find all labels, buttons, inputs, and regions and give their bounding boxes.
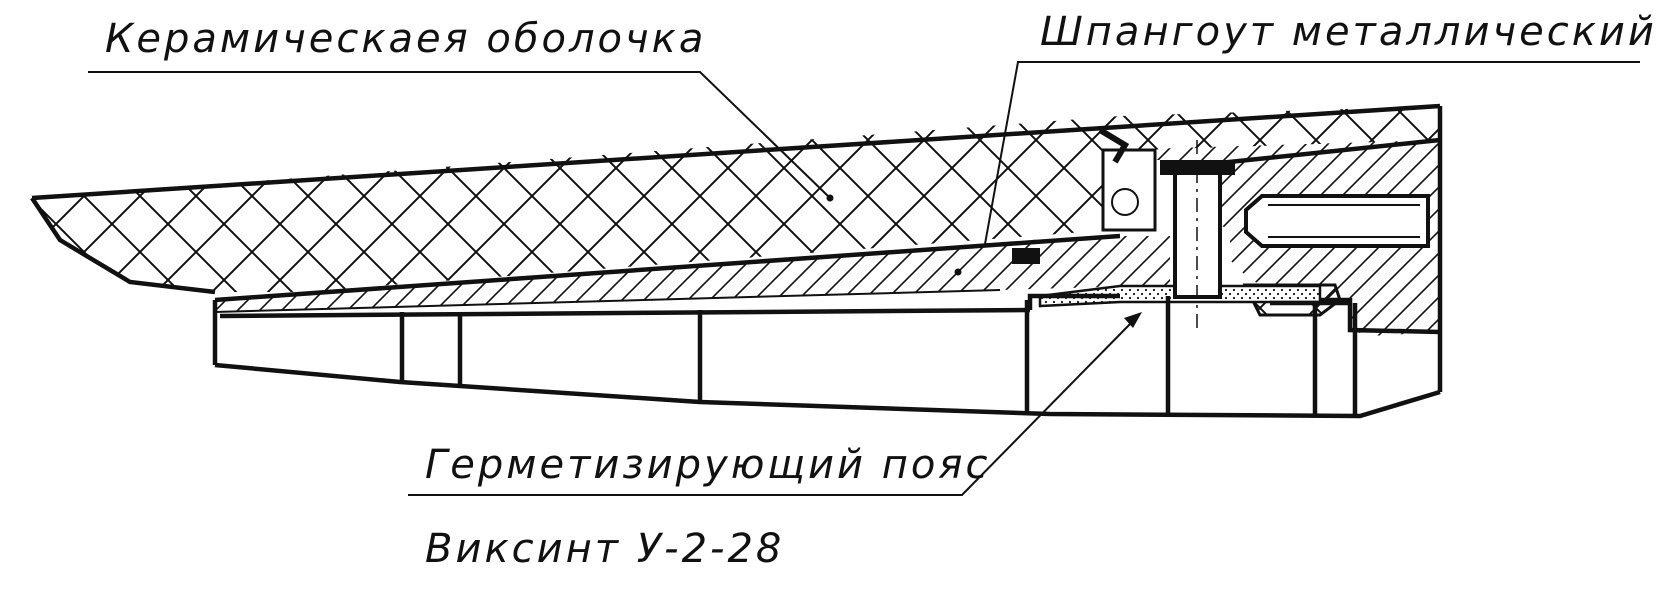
bolt <box>1160 140 1235 330</box>
screw <box>1244 194 1430 248</box>
seal-ring <box>1098 127 1157 232</box>
internal-structure <box>212 106 1443 419</box>
frame-dot <box>954 268 962 276</box>
svg-text:Шпангоут металлический: Шпангоут металлический <box>1040 9 1657 55</box>
ceramic-shell-section <box>30 103 1441 295</box>
sealant-grade-label: Виксинт У-2-28 <box>425 526 784 572</box>
label-metal-frame: Шпангоут металлический <box>984 9 1657 245</box>
small-marker <box>1012 248 1040 264</box>
label-ceramic-shell: Керамическаея оболочка <box>88 16 829 197</box>
label-sealing-belt: Герметизирующий пояс <box>408 312 1142 496</box>
svg-text:Керамическаея оболочка: Керамическаея оболочка <box>105 16 706 62</box>
svg-text:Герметизирующий пояс: Герметизирующий пояс <box>425 442 990 488</box>
shell-dot <box>826 194 834 202</box>
